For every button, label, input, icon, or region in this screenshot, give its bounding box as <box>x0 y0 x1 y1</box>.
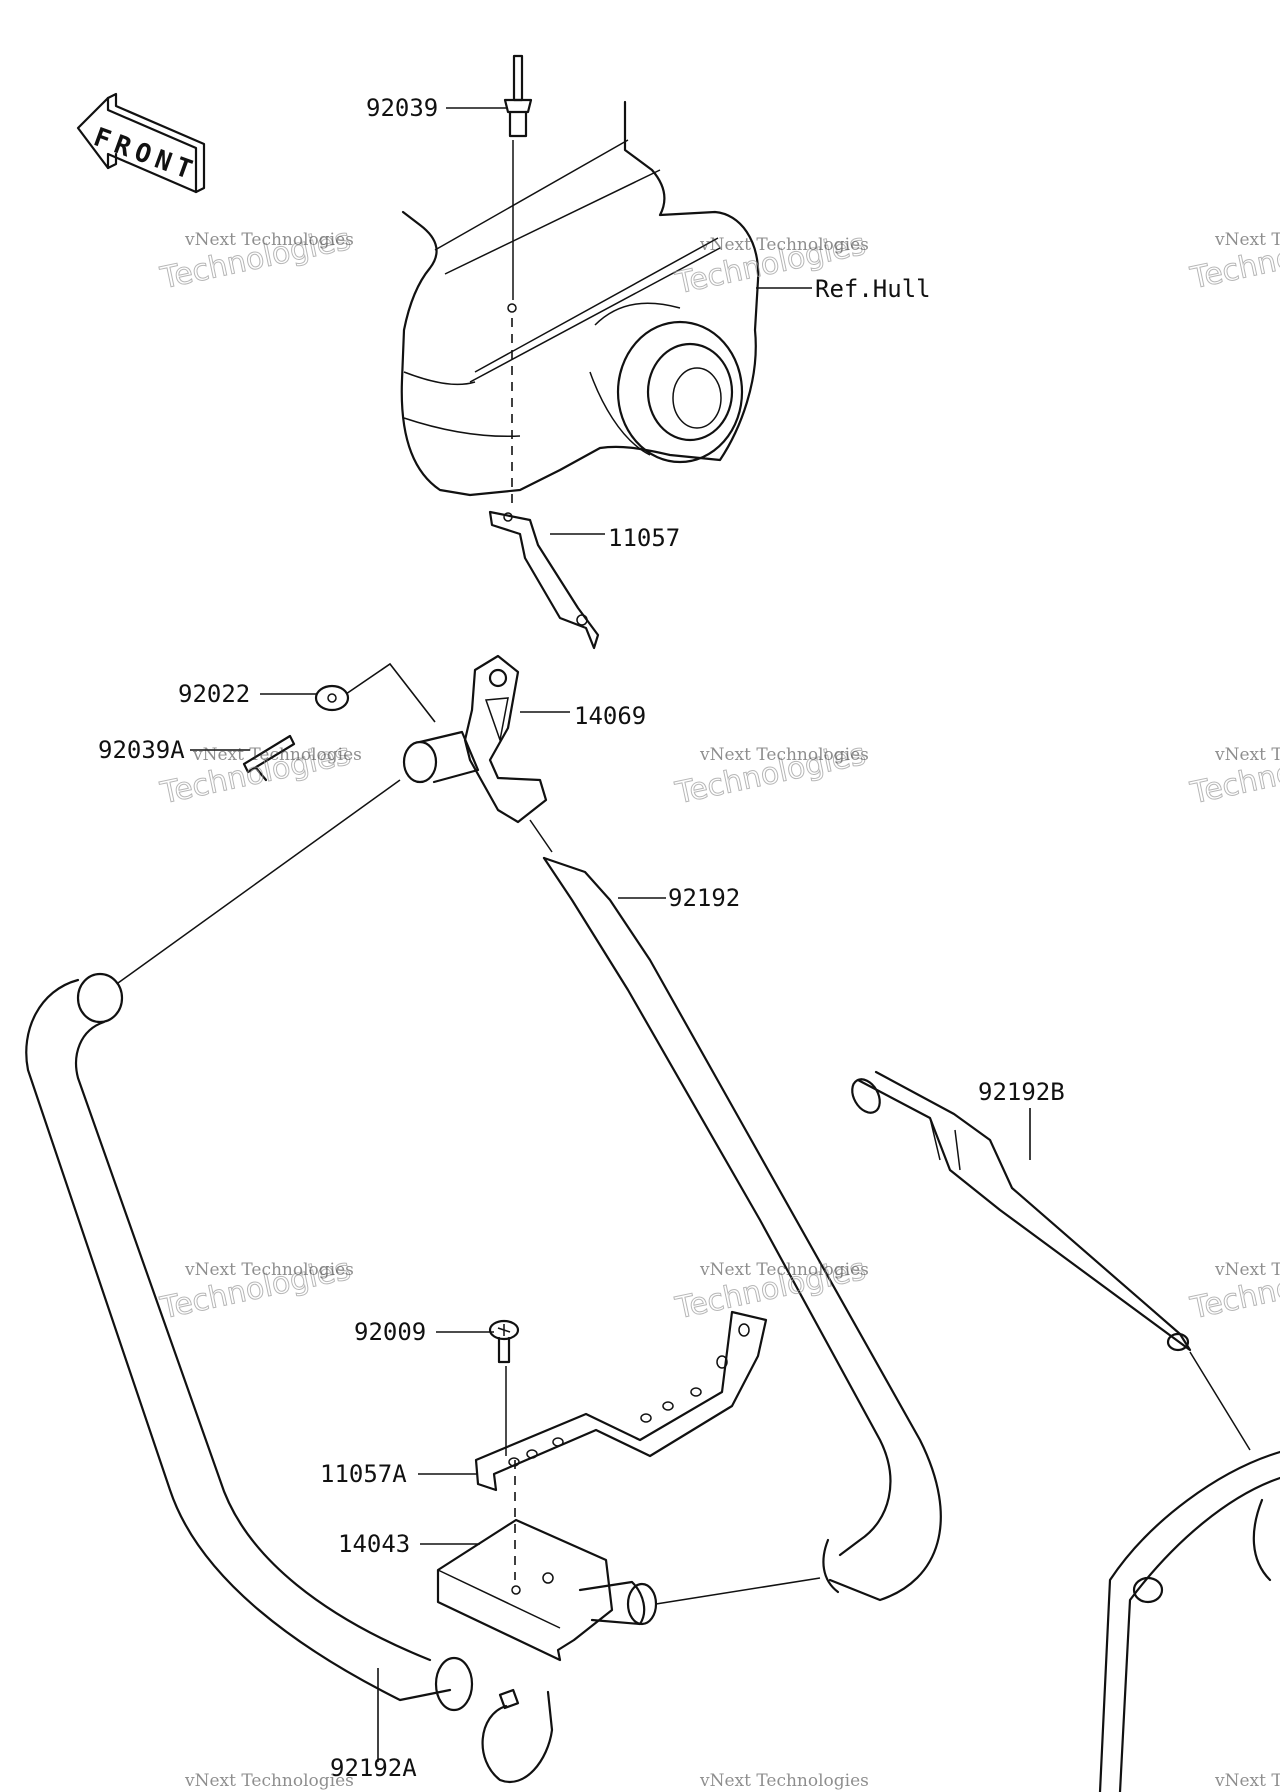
rivet-92039 <box>503 54 533 138</box>
front-arrow-icon: FRONT <box>76 92 206 194</box>
watermark-text: vNext Technologies <box>699 745 869 765</box>
watermark-text: vNext Technologies <box>699 235 869 255</box>
label-92192: 92192 <box>668 884 740 912</box>
watermark-text: vNext Technologies <box>699 1260 869 1280</box>
front-label: FRONT <box>90 122 202 187</box>
label-92009: 92009 <box>354 1318 426 1346</box>
hull-ref-drawing <box>400 100 760 497</box>
watermark-text: vNext Technologies <box>184 1260 354 1280</box>
label-14043: 14043 <box>338 1530 410 1558</box>
label-92192B: 92192B <box>978 1078 1065 1106</box>
label-92192A: 92192A <box>330 1754 417 1782</box>
label-11057: 11057 <box>608 524 680 552</box>
watermarks: Technologies vNext Technologies Technolo… <box>156 221 1280 1791</box>
watermark-text: vNext Technologies <box>1214 230 1280 250</box>
watermark-text: vNext Technologies <box>1214 745 1280 765</box>
leader-lines <box>190 107 1031 1762</box>
label-92022: 92022 <box>178 680 250 708</box>
screw-92009 <box>488 1319 520 1364</box>
watermark-text: vNext Technologies <box>192 745 362 765</box>
hose-clamp <box>481 1688 554 1783</box>
hose-92192A <box>25 972 474 1712</box>
housing-partial <box>1098 1450 1280 1792</box>
hose-92192B <box>851 1070 1192 1352</box>
label-14069: 14069 <box>574 702 646 730</box>
box-14043 <box>436 1518 658 1662</box>
label-92039: 92039 <box>366 94 438 122</box>
fitting-14069 <box>402 654 548 824</box>
bracket-11057 <box>488 510 600 650</box>
label-92039A: 92039A <box>98 736 185 764</box>
hose-92192 <box>542 856 942 1602</box>
watermark-text: vNext Technologies <box>1214 1260 1280 1280</box>
watermark-text: vNext Technologies <box>184 1771 354 1791</box>
watermark-text: vNext Technologies <box>699 1771 869 1791</box>
bracket-11057A <box>474 1310 768 1492</box>
washer-92022 <box>314 684 350 712</box>
label-11057A: 11057A <box>320 1460 407 1488</box>
watermark-text: vNext Technologies <box>184 230 354 250</box>
rivet-92039A <box>242 734 296 782</box>
watermark-text: vNext Technologies <box>1214 1771 1280 1791</box>
label-ref-hull: Ref.Hull <box>815 275 931 303</box>
